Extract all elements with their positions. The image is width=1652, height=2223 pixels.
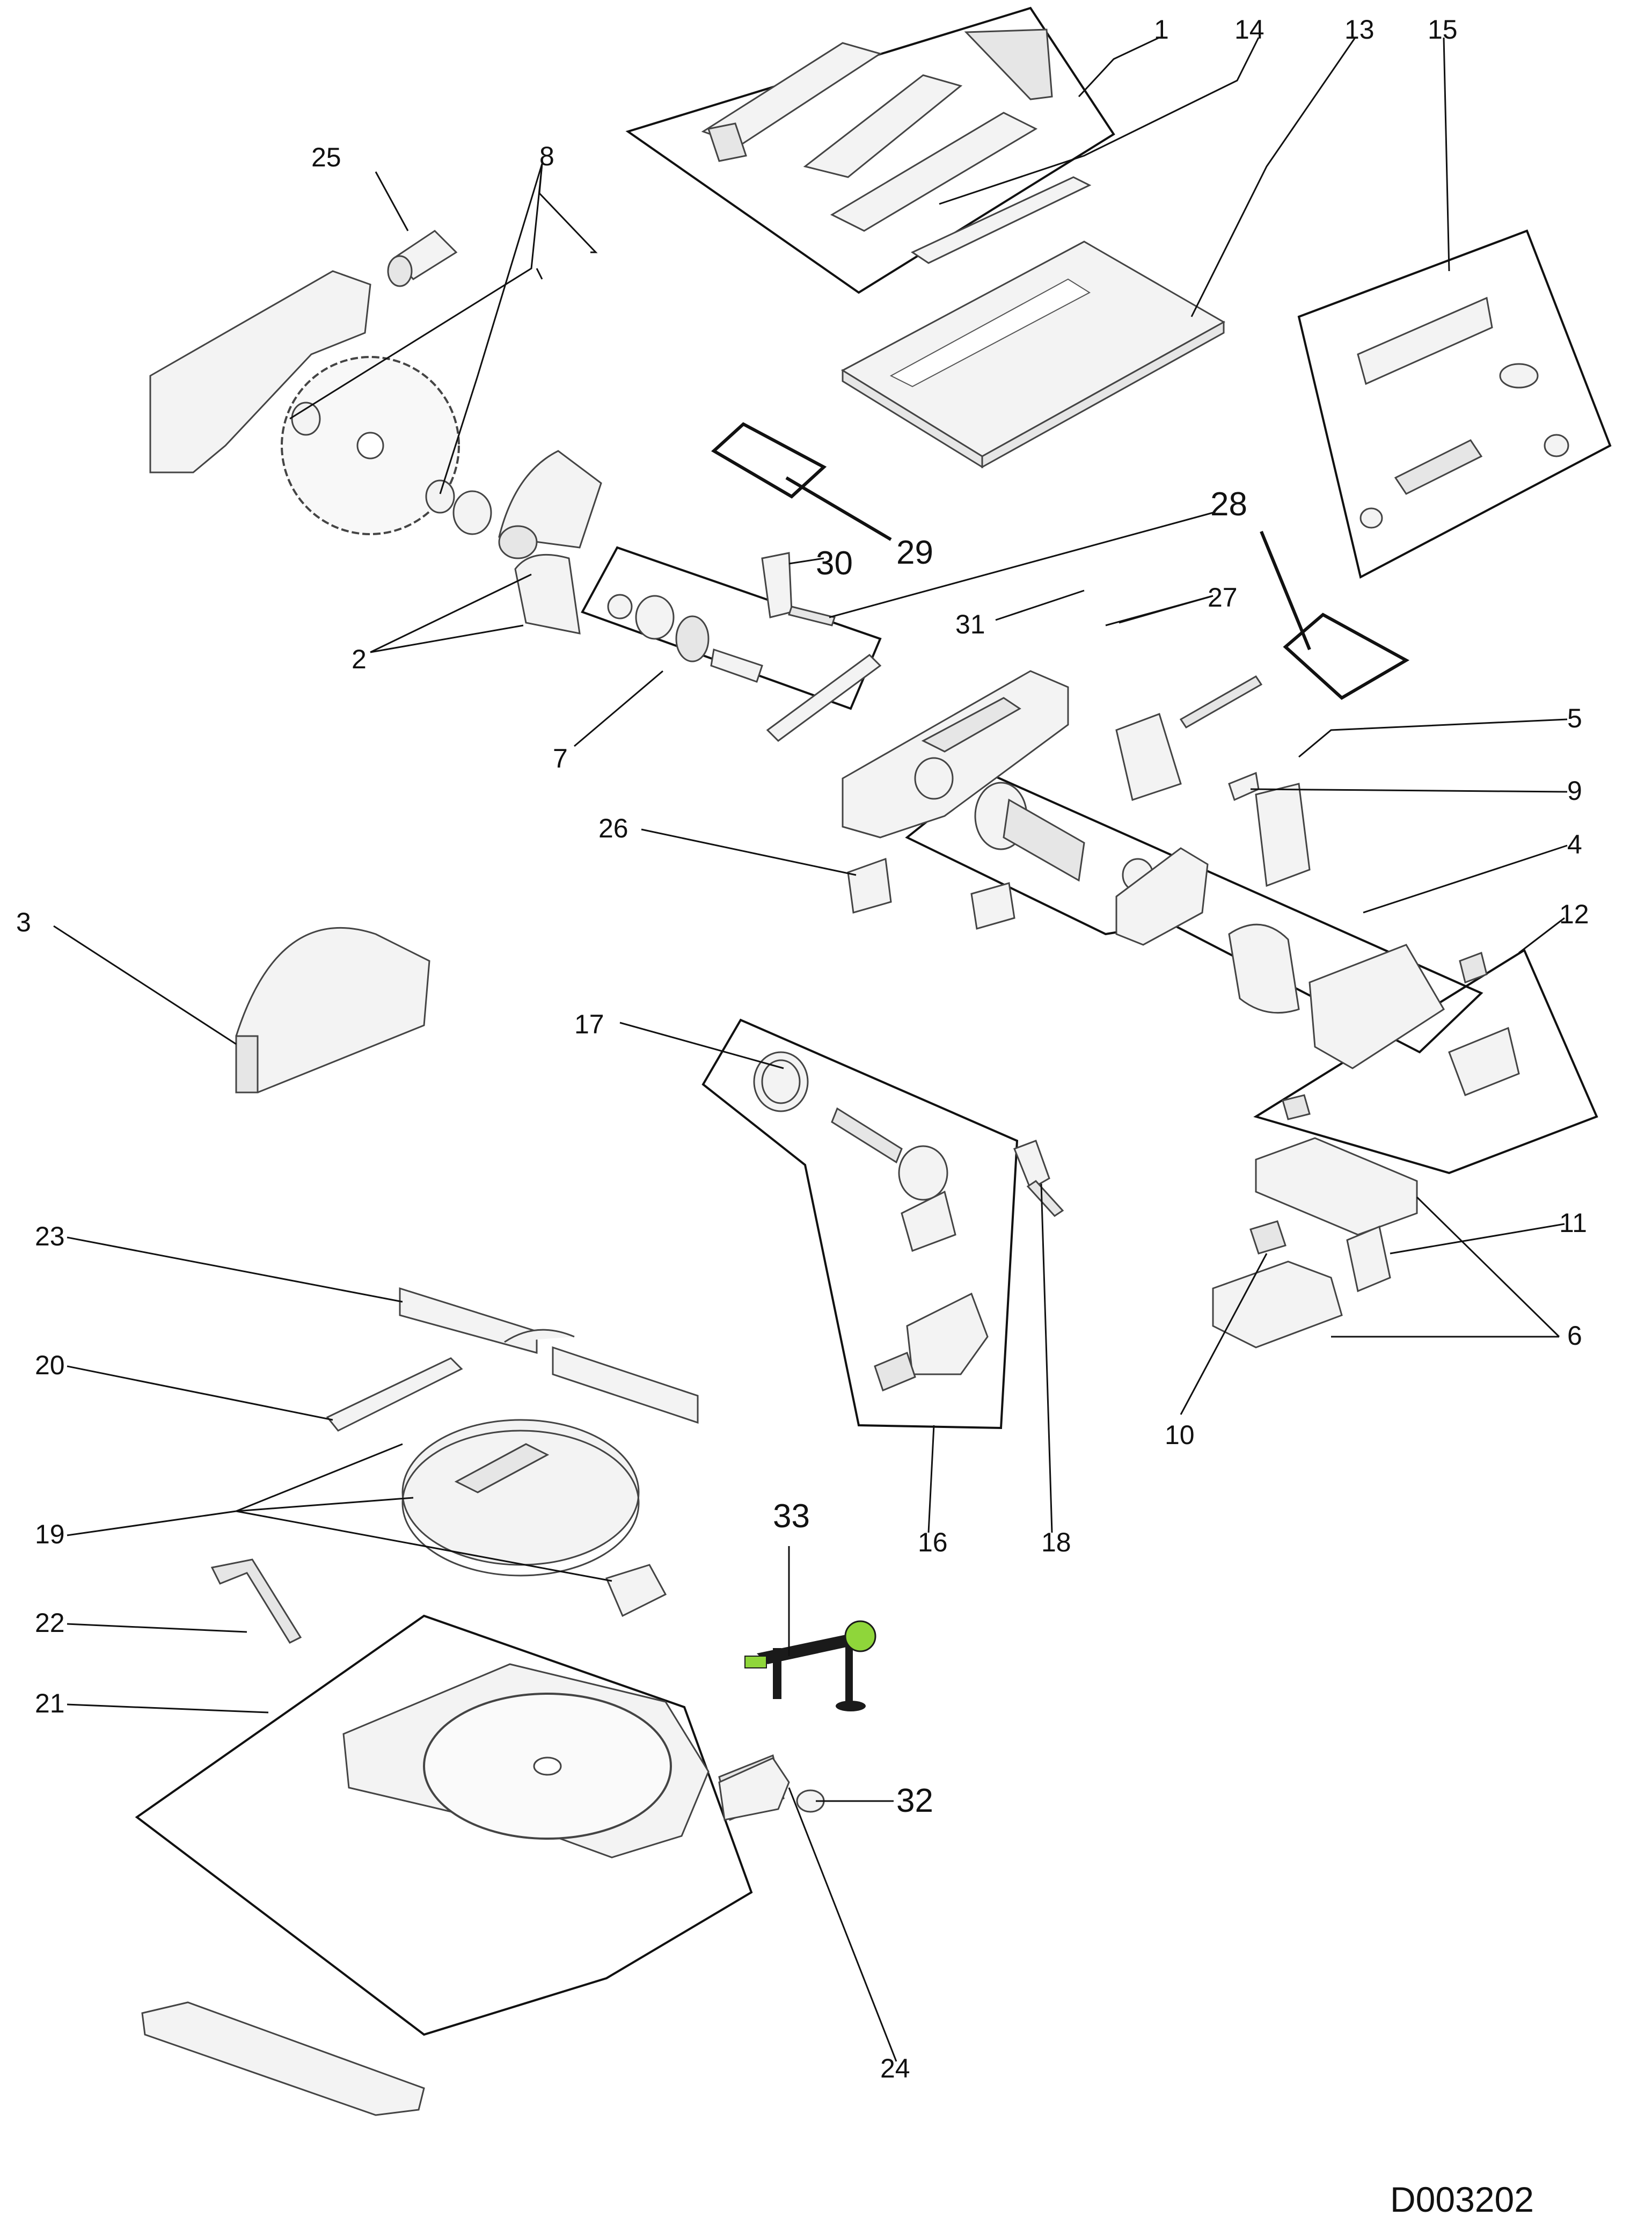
part-26-micro-switch [847,857,892,914]
callout-31: 31 [955,609,985,639]
part-12-capacitor-assembly [1282,952,1520,1120]
part-3-dust-bag [235,927,430,1094]
part-20-table-insert [326,1357,463,1432]
part-22-extension-rod [210,1558,302,1644]
callout-6: 6 [1567,1321,1582,1351]
callout-20: 20 [35,1350,65,1380]
part-upper-guard-bracket [149,270,371,473]
part-15-rip-fence-miter-gauge [1357,296,1569,529]
part-11-switch [1346,1225,1391,1293]
group-outline-21 [135,1614,753,2036]
part-26-micro-switch [970,882,1015,930]
part-21-base [342,1663,785,1858]
part-4-motor-armature [974,782,1445,1069]
part-8-flange-washer [452,490,492,535]
part-19-turntable [401,1419,667,1617]
callout-12: 12 [1559,899,1589,929]
part-17-torsion-spring [753,1051,948,1201]
callout-21: 21 [35,1688,65,1718]
part-33-hold-down-clamp [744,1620,876,1711]
part-13-table-top [840,240,1226,469]
group-outline-15 [1297,229,1612,579]
part-adjust-rod [1179,675,1263,728]
callout-22: 22 [35,1608,65,1638]
callout-1: 1 [1154,14,1169,45]
part-8-flange-washer [425,479,455,514]
callout-9: 9 [1567,776,1582,806]
callout-17: 17 [574,1009,604,1039]
callout-7: 7 [553,744,568,774]
group-outline-7 [581,546,882,710]
main-gear-housing [842,670,1069,839]
callout-19: 19 [35,1519,65,1549]
callout-8: 8 [539,141,554,171]
part-14-slotted-insert [910,176,1092,264]
part-10-switch-plate [1249,1220,1286,1255]
callout-10: 10 [1165,1420,1195,1450]
part-2-lower-blade-guard [498,450,602,635]
part-5-switch-housing [1115,713,1182,801]
part-1-frame-assembly [701,28,1053,232]
callout-27: 27 [1208,582,1238,613]
part-base-extension-arm [141,2001,425,2116]
callout-30: 30 [816,545,853,582]
callout-25: 25 [311,142,341,172]
part-24-support-bracket [718,1757,790,1821]
part-shaft [788,606,836,626]
part-18-lock-knob [1013,1140,1064,1217]
callout-32: 32 [896,1782,933,1819]
callout-33: 33 [773,1498,810,1535]
part-8-flange-washer [291,402,321,436]
callout-23: 23 [35,1221,65,1251]
part-6-switch-box [1212,1137,1418,1349]
part-16-pivot-casting [874,1190,989,1392]
callout-26: 26 [598,813,628,843]
callout-14: 14 [1234,14,1264,45]
saw-blade [281,356,460,535]
group-outline-29 [711,422,827,499]
part-end-plate [1255,783,1311,887]
callout-24: 24 [880,2053,910,2083]
callout-4: 4 [1567,829,1582,859]
part-7-spindle-assembly [607,594,763,683]
group-outline-28 [1283,613,1410,700]
part-25-dust-port [387,230,458,287]
callout-13: 13 [1344,14,1375,45]
part-23-fence [399,1287,699,1424]
callout-18: 18 [1041,1527,1071,1557]
part-lever-linkage [766,654,882,742]
callout-15: 15 [1428,14,1458,45]
callout-11: 11 [1559,1208,1587,1238]
part-9-brush-holder [1228,771,1260,801]
group-outline-1 [625,6,1115,294]
callout-29: 29 [896,534,933,571]
part-30-bracket [761,552,793,618]
callout-28: 28 [1210,486,1247,523]
leader-lines [53,37,1568,2062]
callout-labels: 1 2 3 4 5 6 7 8 9 10 11 12 13 14 15 16 1… [16,14,1589,2219]
group-outline-16 [701,1018,1019,1430]
callout-5: 5 [1567,703,1582,733]
callout-2: 2 [352,644,367,674]
drawing-number: D003202 [1390,2180,1534,2219]
callout-16: 16 [918,1527,948,1557]
callout-3: 3 [16,907,31,937]
